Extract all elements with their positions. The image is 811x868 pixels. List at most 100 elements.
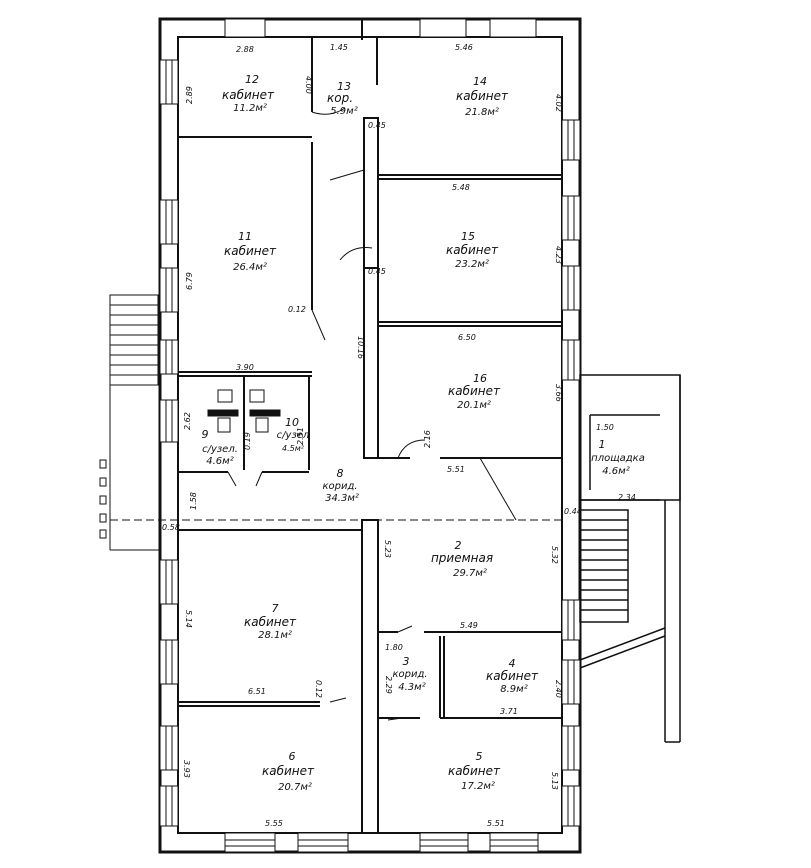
room-4-label: 4 кабинет 8.9м² <box>486 657 539 695</box>
svg-text:3: 3 <box>403 655 410 668</box>
svg-text:8: 8 <box>337 467 344 480</box>
svg-text:2.34: 2.34 <box>618 493 636 502</box>
svg-text:1.80: 1.80 <box>385 643 403 652</box>
svg-text:1.58: 1.58 <box>189 492 198 510</box>
svg-text:5.48: 5.48 <box>452 183 470 192</box>
svg-text:кабинет: кабинет <box>448 764 501 778</box>
svg-text:с/узел.: с/узел. <box>202 444 238 455</box>
svg-text:23.2м²: 23.2м² <box>455 259 489 270</box>
svg-text:26.4м²: 26.4м² <box>233 262 267 273</box>
bottom-windows <box>224 832 539 853</box>
svg-text:2.62: 2.62 <box>183 412 192 430</box>
svg-text:9: 9 <box>202 428 209 441</box>
svg-text:5.51: 5.51 <box>447 465 465 474</box>
right-windows <box>561 119 581 827</box>
room-5-label: 5 кабинет 17.2м² <box>448 750 501 792</box>
right-staircase <box>579 374 681 743</box>
svg-text:12: 12 <box>245 73 259 86</box>
svg-text:20.1м²: 20.1м² <box>457 400 491 411</box>
svg-text:6: 6 <box>289 750 296 763</box>
svg-text:2.16: 2.16 <box>423 430 432 448</box>
svg-text:0.58: 0.58 <box>162 523 180 532</box>
svg-text:3.71: 3.71 <box>500 707 518 716</box>
room-11-label: 11 кабинет 26.4м² <box>224 230 277 273</box>
room-7-label: 7 кабинет 28.1м² <box>244 602 297 641</box>
svg-text:4: 4 <box>509 657 516 670</box>
room-12-label: 12 кабинет 11.2м² <box>222 73 275 114</box>
svg-text:5.55: 5.55 <box>265 819 283 828</box>
svg-text:5: 5 <box>476 750 483 763</box>
room-9-label: 9 с/узел. 4.6м² <box>202 428 238 467</box>
svg-text:10.16: 10.16 <box>356 336 365 359</box>
svg-text:3.66: 3.66 <box>554 384 563 402</box>
svg-text:кабинет: кабинет <box>446 243 499 257</box>
svg-text:0.45: 0.45 <box>368 267 386 276</box>
svg-text:кабинет: кабинет <box>448 384 501 398</box>
svg-text:15: 15 <box>461 230 475 243</box>
svg-text:34.3м²: 34.3м² <box>325 493 359 504</box>
svg-text:4.00: 4.00 <box>304 76 313 94</box>
svg-text:2.89: 2.89 <box>185 86 194 104</box>
svg-text:кабинет: кабинет <box>456 89 509 103</box>
room-1-label: 1 площадка 4.6м² <box>591 438 645 477</box>
svg-text:кабинет: кабинет <box>262 764 315 778</box>
svg-text:2: 2 <box>455 539 462 552</box>
svg-text:20.7м²: 20.7м² <box>278 782 312 793</box>
svg-text:4.6м²: 4.6м² <box>602 466 629 477</box>
svg-text:21.8м²: 21.8м² <box>465 107 499 118</box>
room-8-label: 8 корид. 34.3м² <box>322 467 358 504</box>
left-markers <box>99 459 107 539</box>
svg-text:2.29: 2.29 <box>384 676 393 694</box>
svg-text:29.7м²: 29.7м² <box>453 568 487 579</box>
svg-text:кабинет: кабинет <box>224 244 277 258</box>
room-6-label: 6 кабинет 20.7м² <box>262 750 315 793</box>
svg-text:17.2м²: 17.2м² <box>461 781 495 792</box>
svg-text:0.44: 0.44 <box>564 507 582 516</box>
door-swings <box>227 107 517 721</box>
svg-text:5.49: 5.49 <box>460 621 478 630</box>
svg-text:6.51: 6.51 <box>248 687 266 696</box>
svg-text:16: 16 <box>473 372 487 385</box>
svg-text:корид.: корид. <box>322 481 357 492</box>
svg-text:1: 1 <box>599 438 606 451</box>
svg-text:корид.: корид. <box>392 669 427 680</box>
svg-text:кабинет: кабинет <box>486 669 539 683</box>
svg-text:площадка: площадка <box>591 453 645 464</box>
left-staircase <box>109 294 160 551</box>
svg-text:11.2м²: 11.2м² <box>233 103 267 114</box>
room-14-label: 14 кабинет 21.8м² <box>456 75 509 118</box>
room-15-label: 15 кабинет 23.2м² <box>446 230 499 270</box>
svg-text:кабинет: кабинет <box>222 88 275 102</box>
svg-text:0.45: 0.45 <box>368 121 386 130</box>
svg-text:приемная: приемная <box>431 551 493 565</box>
room-13-label: 13 кор. 5.9м² <box>327 80 358 117</box>
svg-text:14: 14 <box>473 75 487 88</box>
svg-text:кабинет: кабинет <box>244 615 297 629</box>
svg-text:5.9м²: 5.9м² <box>330 106 357 117</box>
top-windows <box>224 18 537 38</box>
svg-text:5.46: 5.46 <box>455 43 473 52</box>
svg-text:0.12: 0.12 <box>288 305 306 314</box>
svg-text:6.79: 6.79 <box>185 272 194 290</box>
svg-text:2.51: 2.51 <box>296 427 305 445</box>
svg-text:4.02: 4.02 <box>554 94 563 112</box>
svg-text:1.45: 1.45 <box>330 43 348 52</box>
room-10-label: 10 с/узел 4.5м² <box>277 416 310 453</box>
interior-walls <box>110 19 562 834</box>
svg-text:2.88: 2.88 <box>236 45 254 54</box>
room-3-label: 3 корид. 4.3м² <box>392 655 427 693</box>
svg-text:3.93: 3.93 <box>182 760 191 778</box>
svg-text:5.23: 5.23 <box>383 540 392 558</box>
left-windows <box>159 59 179 827</box>
svg-text:кор.: кор. <box>327 91 353 105</box>
svg-text:10: 10 <box>285 416 299 429</box>
svg-text:6.50: 6.50 <box>458 333 476 342</box>
svg-text:2.40: 2.40 <box>554 680 563 698</box>
svg-text:11: 11 <box>238 230 252 243</box>
svg-text:4.3м²: 4.3м² <box>398 682 425 693</box>
room-2-label: 2 приемная 29.7м² <box>431 539 493 579</box>
svg-text:1.50: 1.50 <box>596 423 614 432</box>
svg-text:5.51: 5.51 <box>487 819 505 828</box>
toilets <box>207 389 281 433</box>
